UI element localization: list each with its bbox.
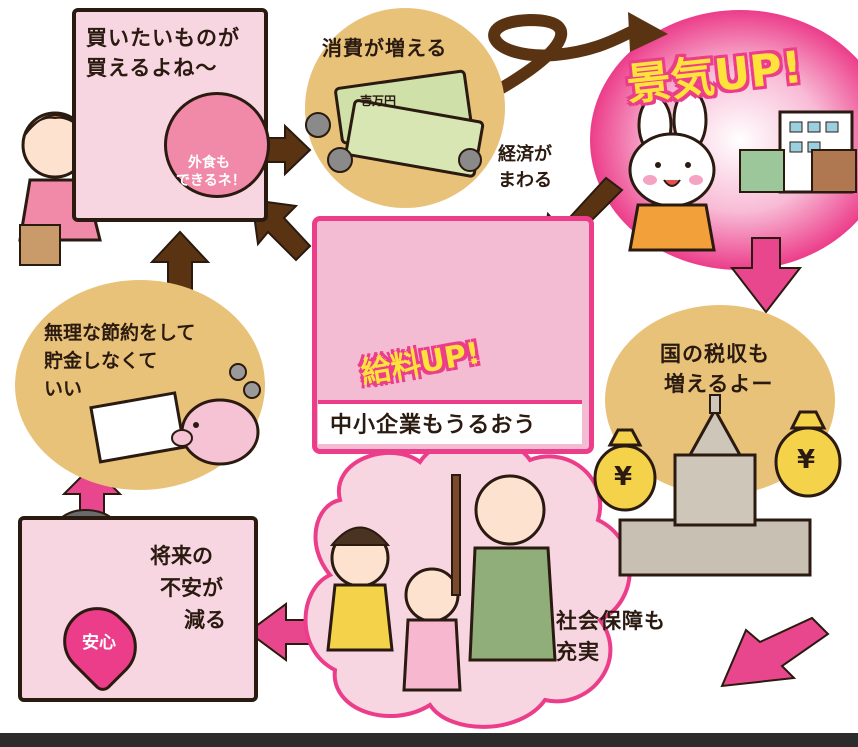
diet-building-icon xyxy=(618,394,812,577)
shopping-text-line2: 買えるよね～ xyxy=(86,56,218,80)
social-text-line1: 社会保障も xyxy=(556,609,666,633)
arrow-tax-to-social xyxy=(720,616,830,688)
anxiety-text-line3: 減る xyxy=(184,608,226,632)
swirl-arrow-head xyxy=(628,12,668,52)
saving-text-line2: 貯金しなくて xyxy=(44,350,158,372)
economy-turns-line1: 経済が xyxy=(498,144,552,165)
anxiety-text-line2: 不安が xyxy=(160,576,223,600)
money-label: 壱万円 xyxy=(360,94,397,108)
social-text-line2: 充実 xyxy=(556,640,600,664)
economy-turns-line2: まわる xyxy=(498,170,552,191)
saving-text-line1: 無理な節約をして xyxy=(44,322,196,344)
arrow-economy-to-tax xyxy=(729,237,803,314)
family-icon xyxy=(326,474,557,692)
heart-label: 安心 xyxy=(82,633,116,653)
money-bag-left-icon xyxy=(593,428,657,512)
passbook-icon xyxy=(89,391,186,464)
eat-out-bubble xyxy=(164,92,270,198)
eat-out-text-line1: 外食も xyxy=(188,155,230,171)
bottom-bar xyxy=(0,733,858,747)
rabbit-mascot-icon xyxy=(628,88,716,252)
piggy-bank-icon xyxy=(171,363,261,466)
arrow-saving-to-shop xyxy=(149,230,211,293)
swirl-arrow-icon xyxy=(464,13,646,111)
factory-building-icon xyxy=(739,110,857,194)
yen-left: ¥ xyxy=(614,462,633,492)
shopping-text-line1: 買いたいものが xyxy=(86,26,240,50)
smb-caption-strip xyxy=(318,400,582,444)
yen-right: ¥ xyxy=(797,445,816,475)
consumption-title: 消費が増える xyxy=(322,36,448,60)
saving-text-line3: いい xyxy=(44,378,83,400)
anxiety-panel xyxy=(18,516,258,702)
tax-text-line2: 増えるよー xyxy=(664,372,774,396)
smb-caption: 中小企業もうるおう xyxy=(330,413,537,438)
tax-text-line1: 国の税収も xyxy=(660,342,770,366)
money-bag-right-icon xyxy=(774,410,842,498)
money-bills-icon xyxy=(305,69,485,178)
anxiety-text-line1: 将来の xyxy=(150,544,213,568)
eat-out-text-line2: できるネ！ xyxy=(176,173,246,189)
